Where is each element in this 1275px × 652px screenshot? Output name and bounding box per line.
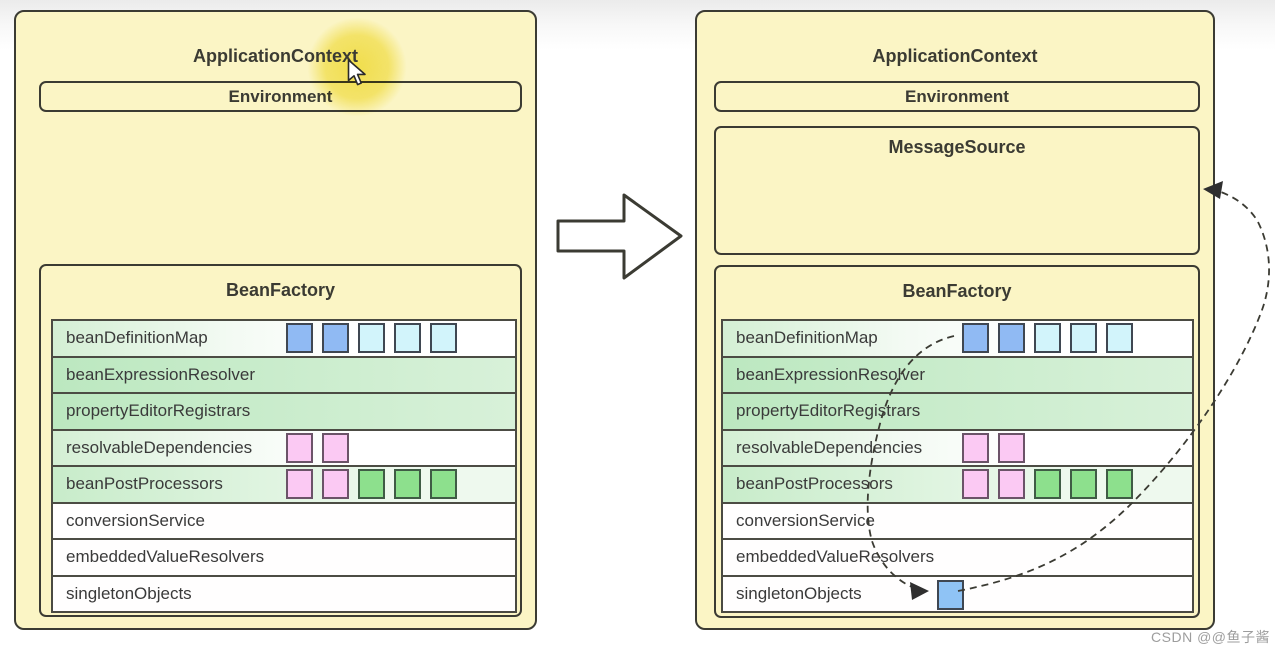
- bean-factory-row-resolvableDependencies: resolvableDependencies: [53, 430, 515, 467]
- green-square: [1070, 469, 1097, 500]
- bean-factory-row-beanExpressionResolver: beanExpressionResolver: [53, 357, 515, 394]
- bean-factory-row-beanDefinitionMap: beanDefinitionMap: [53, 321, 515, 358]
- green-square: [394, 469, 421, 500]
- bean-squares: [286, 432, 349, 463]
- row-label: beanDefinitionMap: [736, 328, 878, 348]
- environment-box: Environment: [39, 81, 522, 112]
- row-label: conversionService: [66, 510, 205, 530]
- bean-factory-table: beanDefinitionMap beanExpressionResolver p…: [721, 319, 1194, 613]
- bean-factory-table: beanDefinitionMap beanExpressionResolver p…: [51, 319, 517, 613]
- blue-square: [286, 323, 313, 354]
- green-square: [1106, 469, 1133, 500]
- bean-factory-row-conversionService: conversionService: [723, 503, 1192, 540]
- row-label: beanExpressionResolver: [736, 364, 925, 384]
- pink-square: [998, 469, 1025, 500]
- row-label: beanDefinitionMap: [66, 328, 208, 348]
- bean-factory-row-propertyEditorRegistrars: propertyEditorRegistrars: [723, 394, 1192, 431]
- row-label: singletonObjects: [66, 583, 192, 603]
- blue-square: [962, 323, 989, 354]
- bean-factory-row-propertyEditorRegistrars: propertyEditorRegistrars: [53, 394, 515, 431]
- bean-squares: [962, 469, 1133, 500]
- cyan-square: [430, 323, 457, 354]
- message-source-box: MessageSource: [714, 126, 1200, 255]
- pink-square: [962, 469, 989, 500]
- cyan-square: [358, 323, 385, 354]
- pink-square: [998, 432, 1025, 463]
- pink-square: [322, 469, 349, 500]
- green-square: [430, 469, 457, 500]
- row-label: resolvableDependencies: [66, 437, 253, 457]
- row-label: beanPostProcessors: [66, 474, 223, 494]
- row-label: beanPostProcessors: [736, 474, 893, 494]
- application-context-panel-left: ApplicationContext Environment BeanFacto…: [14, 10, 537, 630]
- pink-square: [286, 432, 313, 463]
- panel-title: ApplicationContext: [193, 46, 358, 66]
- cyan-square: [1034, 323, 1061, 354]
- bean-factory-row-embeddedValueResolvers: embeddedValueResolvers: [723, 540, 1192, 577]
- row-label: propertyEditorRegistrars: [736, 401, 921, 421]
- bean-squares: [962, 432, 1025, 463]
- bean-factory-title: BeanFactory: [902, 281, 1012, 301]
- bean-factory-row-beanDefinitionMap: beanDefinitionMap: [723, 321, 1192, 358]
- row-label: propertyEditorRegistrars: [66, 401, 251, 421]
- bean-squares: [286, 469, 457, 500]
- green-square: [358, 469, 385, 500]
- application-context-panel-right: ApplicationContext Environment MessageSo…: [695, 10, 1215, 630]
- bean-squares: [962, 323, 1133, 354]
- green-square: [1034, 469, 1061, 500]
- bean-factory-row-conversionService: conversionService: [53, 503, 515, 540]
- bean-factory-box: BeanFactory beanDefinitionMap beanExpress…: [39, 264, 522, 617]
- pink-square: [286, 469, 313, 500]
- bean-factory-row-singletonObjects: singletonObjects: [53, 576, 515, 611]
- bean-factory-row-beanExpressionResolver: beanExpressionResolver: [723, 357, 1192, 394]
- row-label: conversionService: [736, 510, 875, 530]
- row-label: beanExpressionResolver: [66, 364, 255, 384]
- bean-factory-row-beanPostProcessors: beanPostProcessors: [53, 467, 515, 504]
- bean-factory-row-singletonObjects: singletonObjects: [723, 576, 1192, 611]
- bean-factory-row-beanPostProcessors: beanPostProcessors: [723, 467, 1192, 504]
- pink-square: [322, 432, 349, 463]
- blue-square: [998, 323, 1025, 354]
- pink-square: [962, 432, 989, 463]
- cyan-square: [1070, 323, 1097, 354]
- panel-title: ApplicationContext: [872, 46, 1038, 66]
- row-label: embeddedValueResolvers: [736, 547, 935, 567]
- row-label: embeddedValueResolvers: [66, 547, 265, 567]
- cyan-square: [1106, 323, 1133, 354]
- watermark: CSDN @@鱼子酱: [1151, 629, 1270, 645]
- bean-factory-row-embeddedValueResolvers: embeddedValueResolvers: [53, 540, 515, 577]
- bean-factory-row-resolvableDependencies: resolvableDependencies: [723, 430, 1192, 467]
- transform-arrow-icon: [556, 193, 683, 280]
- message-source-title: MessageSource: [888, 137, 1026, 157]
- row-label: resolvableDependencies: [736, 437, 923, 457]
- bean-squares: [286, 323, 457, 354]
- singleton-bean-square: [937, 579, 964, 610]
- row-label: singletonObjects: [736, 583, 862, 603]
- environment-box: Environment: [714, 81, 1200, 112]
- bean-factory-box: BeanFactory beanDefinitionMap beanExpress…: [714, 265, 1200, 618]
- cyan-square: [394, 323, 421, 354]
- bean-factory-title: BeanFactory: [225, 280, 336, 300]
- blue-square: [322, 323, 349, 354]
